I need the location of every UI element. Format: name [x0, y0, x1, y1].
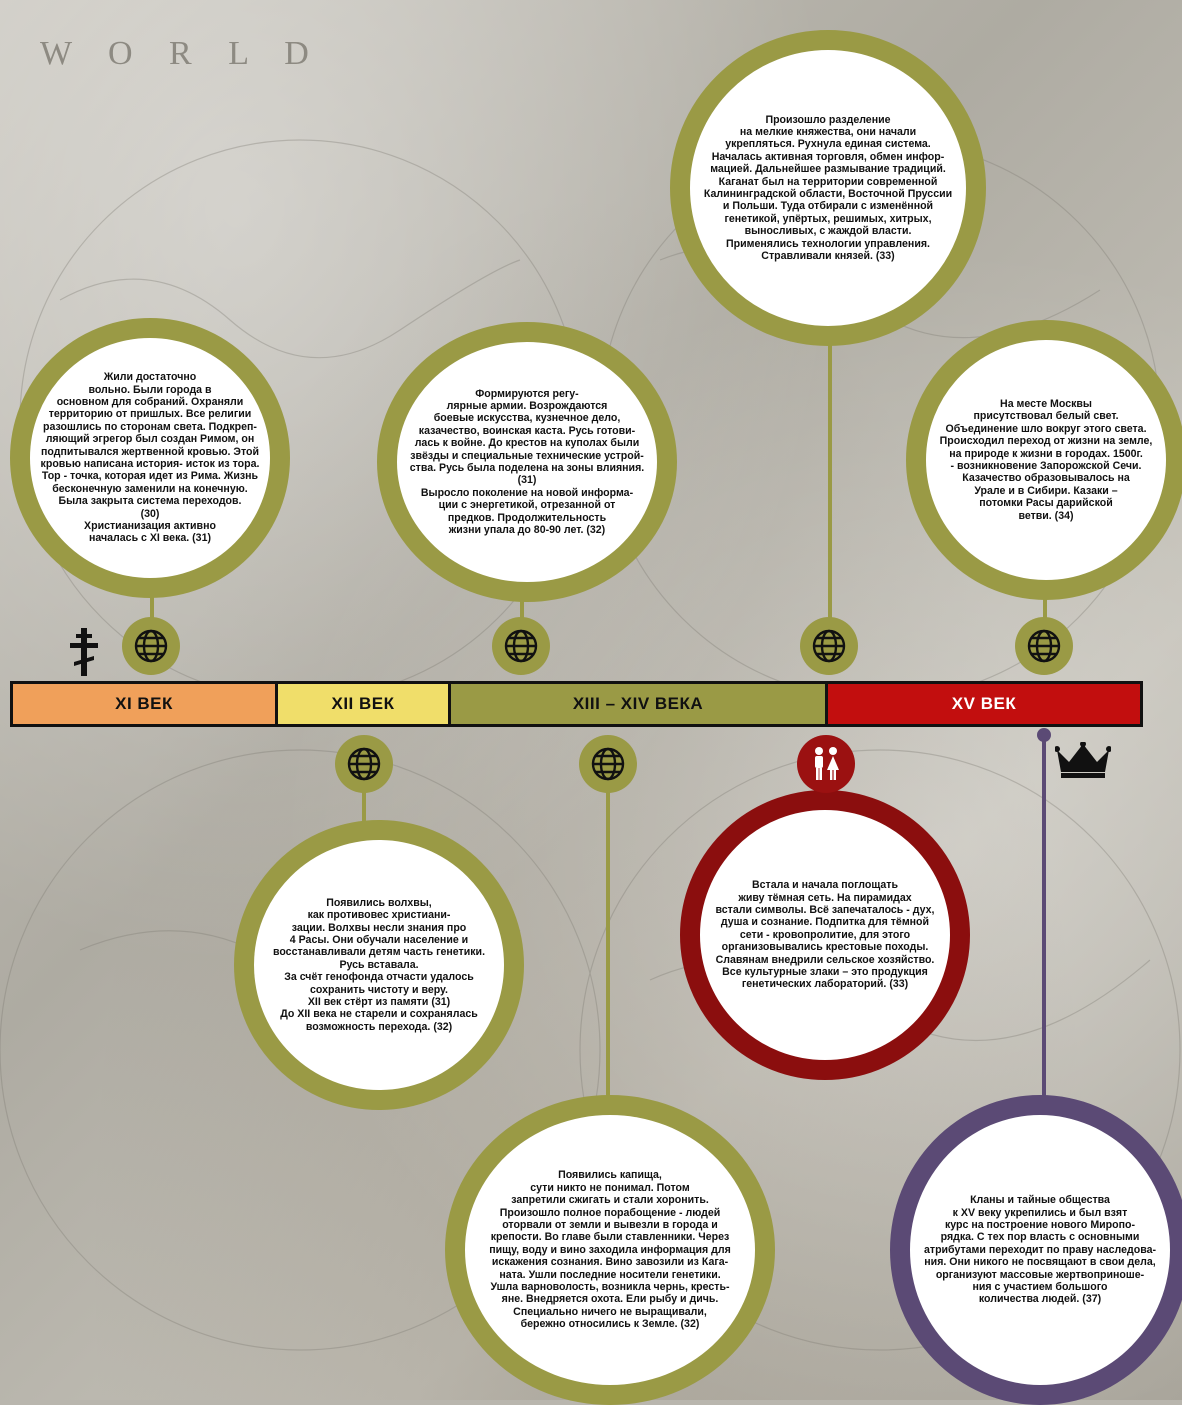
bubble-xv-century-c: Кланы и тайные общества к XV веку укрепи… [890, 1095, 1182, 1405]
globe-icon-xiii-c [579, 735, 637, 793]
orthodox-cross-icon [70, 628, 98, 676]
segment-xii-label: XII ВЕК [331, 694, 395, 713]
stem-xiii-b [828, 295, 832, 620]
bubble-xiii-century-b-text: Произошло разделение на мелкие княжества… [703, 113, 953, 263]
bubble-xii-century: Появились волхвы, как противовес христиа… [234, 820, 524, 1110]
people-icon-xv [797, 735, 855, 793]
timeline-bar: XI ВЕК XII ВЕК XIII – XIV ВЕКА XV ВЕК [10, 681, 1143, 727]
bubble-xii-century-text: Появились волхвы, как противовес христиа… [272, 896, 486, 1033]
bubble-xv-century-a: На месте Москвы присутствовал белый свет… [906, 320, 1182, 600]
bubble-xiii-century-c: Появились капища, сути никто не понимал.… [445, 1095, 775, 1405]
segment-xiii-xiv-century: XIII – XIV ВЕКА [448, 681, 828, 727]
bubble-xv-century-b-text: Встала и начала поглощать живу тёмная се… [715, 879, 935, 991]
stem-xii [362, 790, 366, 830]
crown-icon [1055, 742, 1111, 778]
bubble-xi-century-text: Жили достаточно вольно. Были города в ос… [40, 371, 260, 545]
stem-xv-b [1042, 735, 1046, 1135]
bubble-xv-century-b: Встала и начала поглощать живу тёмная се… [680, 790, 970, 1080]
globe-icon-xiii-b [800, 617, 858, 675]
globe-icon-xii [335, 735, 393, 793]
globe-icon-xv [1015, 617, 1073, 675]
segment-xv-century: XV ВЕК [825, 681, 1143, 727]
segment-xv-label: XV ВЕК [951, 694, 1017, 713]
bubble-xiii-century-a: Формируются регу- лярные армии. Возрожда… [377, 322, 677, 602]
bubble-xv-century-a-text: На месте Москвы присутствовал белый свет… [939, 397, 1153, 522]
stem-xiii-c [606, 790, 610, 1120]
stem-xi [150, 595, 154, 620]
globe-icon-xiii-a [492, 617, 550, 675]
bubble-xi-century: Жили достаточно вольно. Были города в ос… [10, 318, 290, 598]
segment-xi-label: XI ВЕК [115, 694, 173, 713]
bubble-xv-century-c-text: Кланы и тайные общества к XV веку укрепи… [923, 1194, 1156, 1306]
globe-icon-xi [122, 617, 180, 675]
bubble-xiii-century-b: Произошло разделение на мелкие княжества… [670, 30, 986, 346]
bubble-xiii-century-a-text: Формируются регу- лярные армии. Возрожда… [409, 387, 645, 537]
bubble-xiii-century-c-text: Появились капища, сути никто не понимал.… [489, 1169, 731, 1331]
segment-xiii-xiv-label: XIII – XIV ВЕКА [572, 694, 704, 713]
stem-xv-b-dot [1037, 728, 1051, 742]
stem-xiii-a [520, 595, 524, 620]
stem-xv-a [1043, 595, 1047, 620]
background-world-label: W O R L D [40, 35, 323, 72]
segment-xii-century: XII ВЕК [275, 681, 451, 727]
segment-xi-century: XI ВЕК [10, 681, 278, 727]
